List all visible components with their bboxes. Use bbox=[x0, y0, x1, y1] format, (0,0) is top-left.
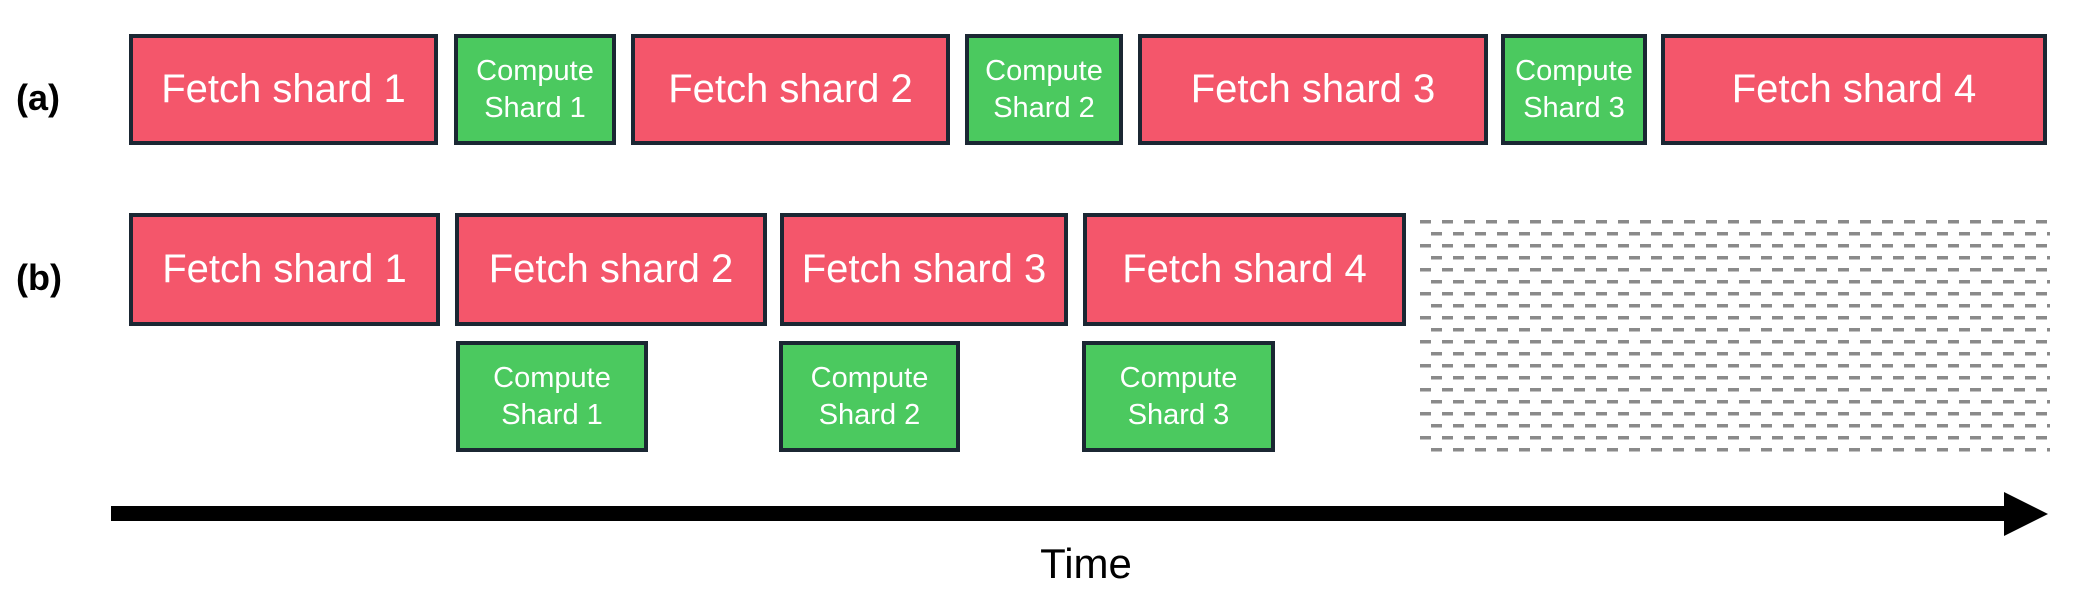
row-a-fetch-shard-1-block: Fetch shard 1 bbox=[129, 34, 438, 145]
row-b-fetch-shard-3-block: Fetch shard 3 bbox=[780, 213, 1068, 326]
block-label: Fetch shard 3 bbox=[1190, 67, 1436, 111]
block-label: Fetch shard 4 bbox=[1731, 67, 1977, 111]
block-label: Fetch shard 2 bbox=[668, 67, 913, 111]
block-label: Fetch shard 4 bbox=[1122, 247, 1367, 291]
row-a-label: (a) bbox=[16, 77, 60, 118]
time-axis-label: Time bbox=[1040, 540, 1132, 587]
block-label-line2: Shard 1 bbox=[484, 91, 586, 124]
row-a-compute-shard-3-block: Compute Shard 3 bbox=[1501, 34, 1647, 145]
block-label: Fetch shard 2 bbox=[488, 247, 734, 291]
block-label-line2: Shard 3 bbox=[1523, 91, 1625, 124]
row-a-fetch-shard-2-block: Fetch shard 2 bbox=[631, 34, 950, 145]
block-label: Fetch shard 1 bbox=[161, 67, 406, 111]
row-b-compute-shard-2-block: Compute Shard 2 bbox=[779, 341, 960, 452]
block-label-line2: Shard 3 bbox=[1127, 398, 1230, 431]
time-arrow-shaft bbox=[111, 506, 2011, 521]
block-label-line1: Compute bbox=[476, 54, 594, 87]
block-label-line2: Shard 2 bbox=[993, 91, 1095, 124]
row-a-compute-shard-2-block: Compute Shard 2 bbox=[965, 34, 1123, 145]
block-label-line1: Compute bbox=[1515, 54, 1633, 87]
block-label-line1: Compute bbox=[1119, 361, 1238, 394]
row-b-label: (b) bbox=[16, 257, 62, 298]
row-b-compute-shard-3-block: Compute Shard 3 bbox=[1082, 341, 1275, 452]
block-label: Fetch shard 3 bbox=[801, 247, 1047, 291]
block-label-line1: Compute bbox=[810, 361, 929, 394]
row-a-fetch-shard-4-block: Fetch shard 4 bbox=[1661, 34, 2047, 145]
row-b-fetch-shard-2-block: Fetch shard 2 bbox=[455, 213, 767, 326]
block-label: Fetch shard 1 bbox=[162, 247, 407, 291]
row-b-compute-shard-1-block: Compute Shard 1 bbox=[456, 341, 648, 452]
time-arrow-head-icon bbox=[2004, 492, 2048, 536]
block-label-line1: Compute bbox=[985, 54, 1103, 87]
row-a-compute-shard-1-block: Compute Shard 1 bbox=[454, 34, 616, 145]
row-a-fetch-shard-3-block: Fetch shard 3 bbox=[1138, 34, 1488, 145]
block-label-line2: Shard 2 bbox=[818, 398, 921, 431]
block-label-line1: Compute bbox=[493, 361, 611, 394]
hatched-continuation-region bbox=[1420, 217, 2050, 458]
row-b-fetch-shard-1-block: Fetch shard 1 bbox=[129, 213, 440, 326]
row-b-fetch-shard-4-block: Fetch shard 4 bbox=[1083, 213, 1406, 326]
block-label-line2: Shard 1 bbox=[501, 398, 603, 431]
